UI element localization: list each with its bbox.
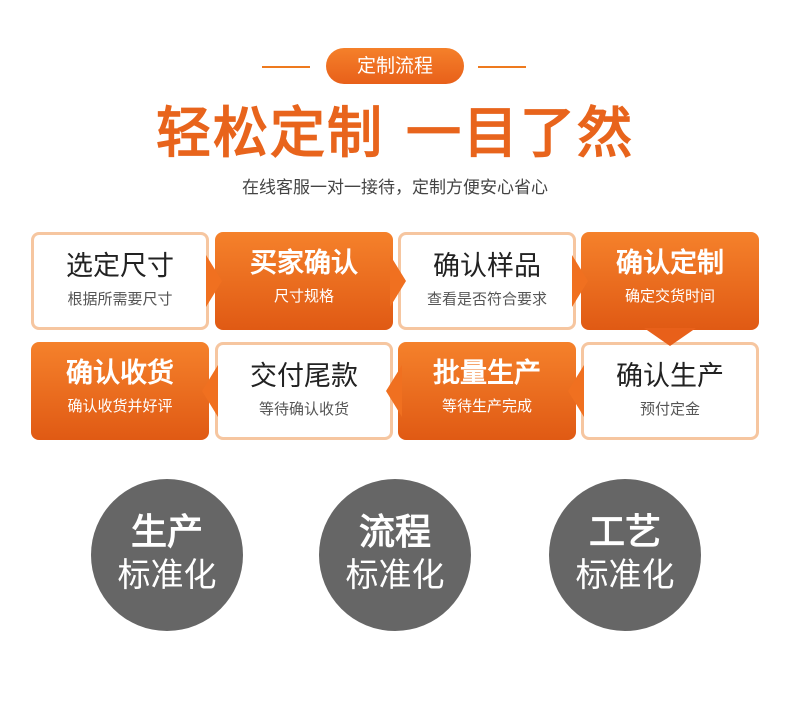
arrow-right-icon [390,255,406,307]
step-card-6: 批量生产 等待生产完成 [398,342,576,440]
badge-pill: 定制流程 [326,48,464,84]
feature-circle-craft: 工艺 标准化 [549,479,701,631]
step-title: 买家确认 [250,248,358,279]
arrow-left-icon [386,365,402,417]
arrow-right-icon [206,255,222,307]
step-desc: 等待生产完成 [441,397,532,415]
step-card-7: 交付尾款 等待确认收货 [215,342,393,440]
step-title: 确认样品 [433,251,541,282]
arrow-down-icon [644,328,696,346]
step-card-2: 买家确认 尺寸规格 [215,232,393,330]
arrow-left-icon [202,365,218,417]
step-title: 交付尾款 [250,361,358,392]
step-title: 确认生产 [616,361,724,392]
arrow-right-icon [572,255,588,307]
arrow-left-icon [568,365,584,417]
feature-line1: 工艺 [588,512,661,553]
feature-line2: 标准化 [117,555,217,594]
step-title: 选定尺寸 [66,251,174,282]
badge-row: 定制流程 [0,48,790,84]
feature-circle-production: 生产 标准化 [91,479,243,631]
step-desc: 尺寸规格 [273,287,334,305]
badge-left-line [262,66,310,68]
step-title: 批量生产 [433,358,541,389]
step-card-1: 选定尺寸 根据所需要尺寸 [31,232,209,330]
step-desc: 确认收货并好评 [67,397,173,415]
step-desc: 等待确认收货 [258,400,349,418]
headline-part1: 轻松定制 [155,101,384,165]
step-card-3: 确认样品 查看是否符合要求 [398,232,576,330]
headline-part2: 一目了然 [406,101,635,165]
feature-line1: 流程 [358,512,431,553]
headline: 轻松定制一目了然 [0,98,790,168]
step-desc: 根据所需要尺寸 [67,290,173,308]
step-desc: 查看是否符合要求 [426,290,547,308]
feature-line2: 标准化 [575,555,675,594]
feature-circle-process: 流程 标准化 [319,479,471,631]
subtitle: 在线客服一对一接待，定制方便安心省心 [242,178,548,198]
feature-line1: 生产 [130,512,203,553]
step-card-5: 确认生产 预付定金 [581,342,759,440]
step-desc: 预付定金 [639,400,700,418]
step-title: 确认收货 [66,358,174,389]
step-card-8: 确认收货 确认收货并好评 [31,342,209,440]
step-title: 确认定制 [616,248,724,279]
feature-line2: 标准化 [345,555,445,594]
step-desc: 确定交货时间 [624,287,715,305]
step-card-4: 确认定制 确定交货时间 [581,232,759,330]
badge-right-line [478,66,526,68]
